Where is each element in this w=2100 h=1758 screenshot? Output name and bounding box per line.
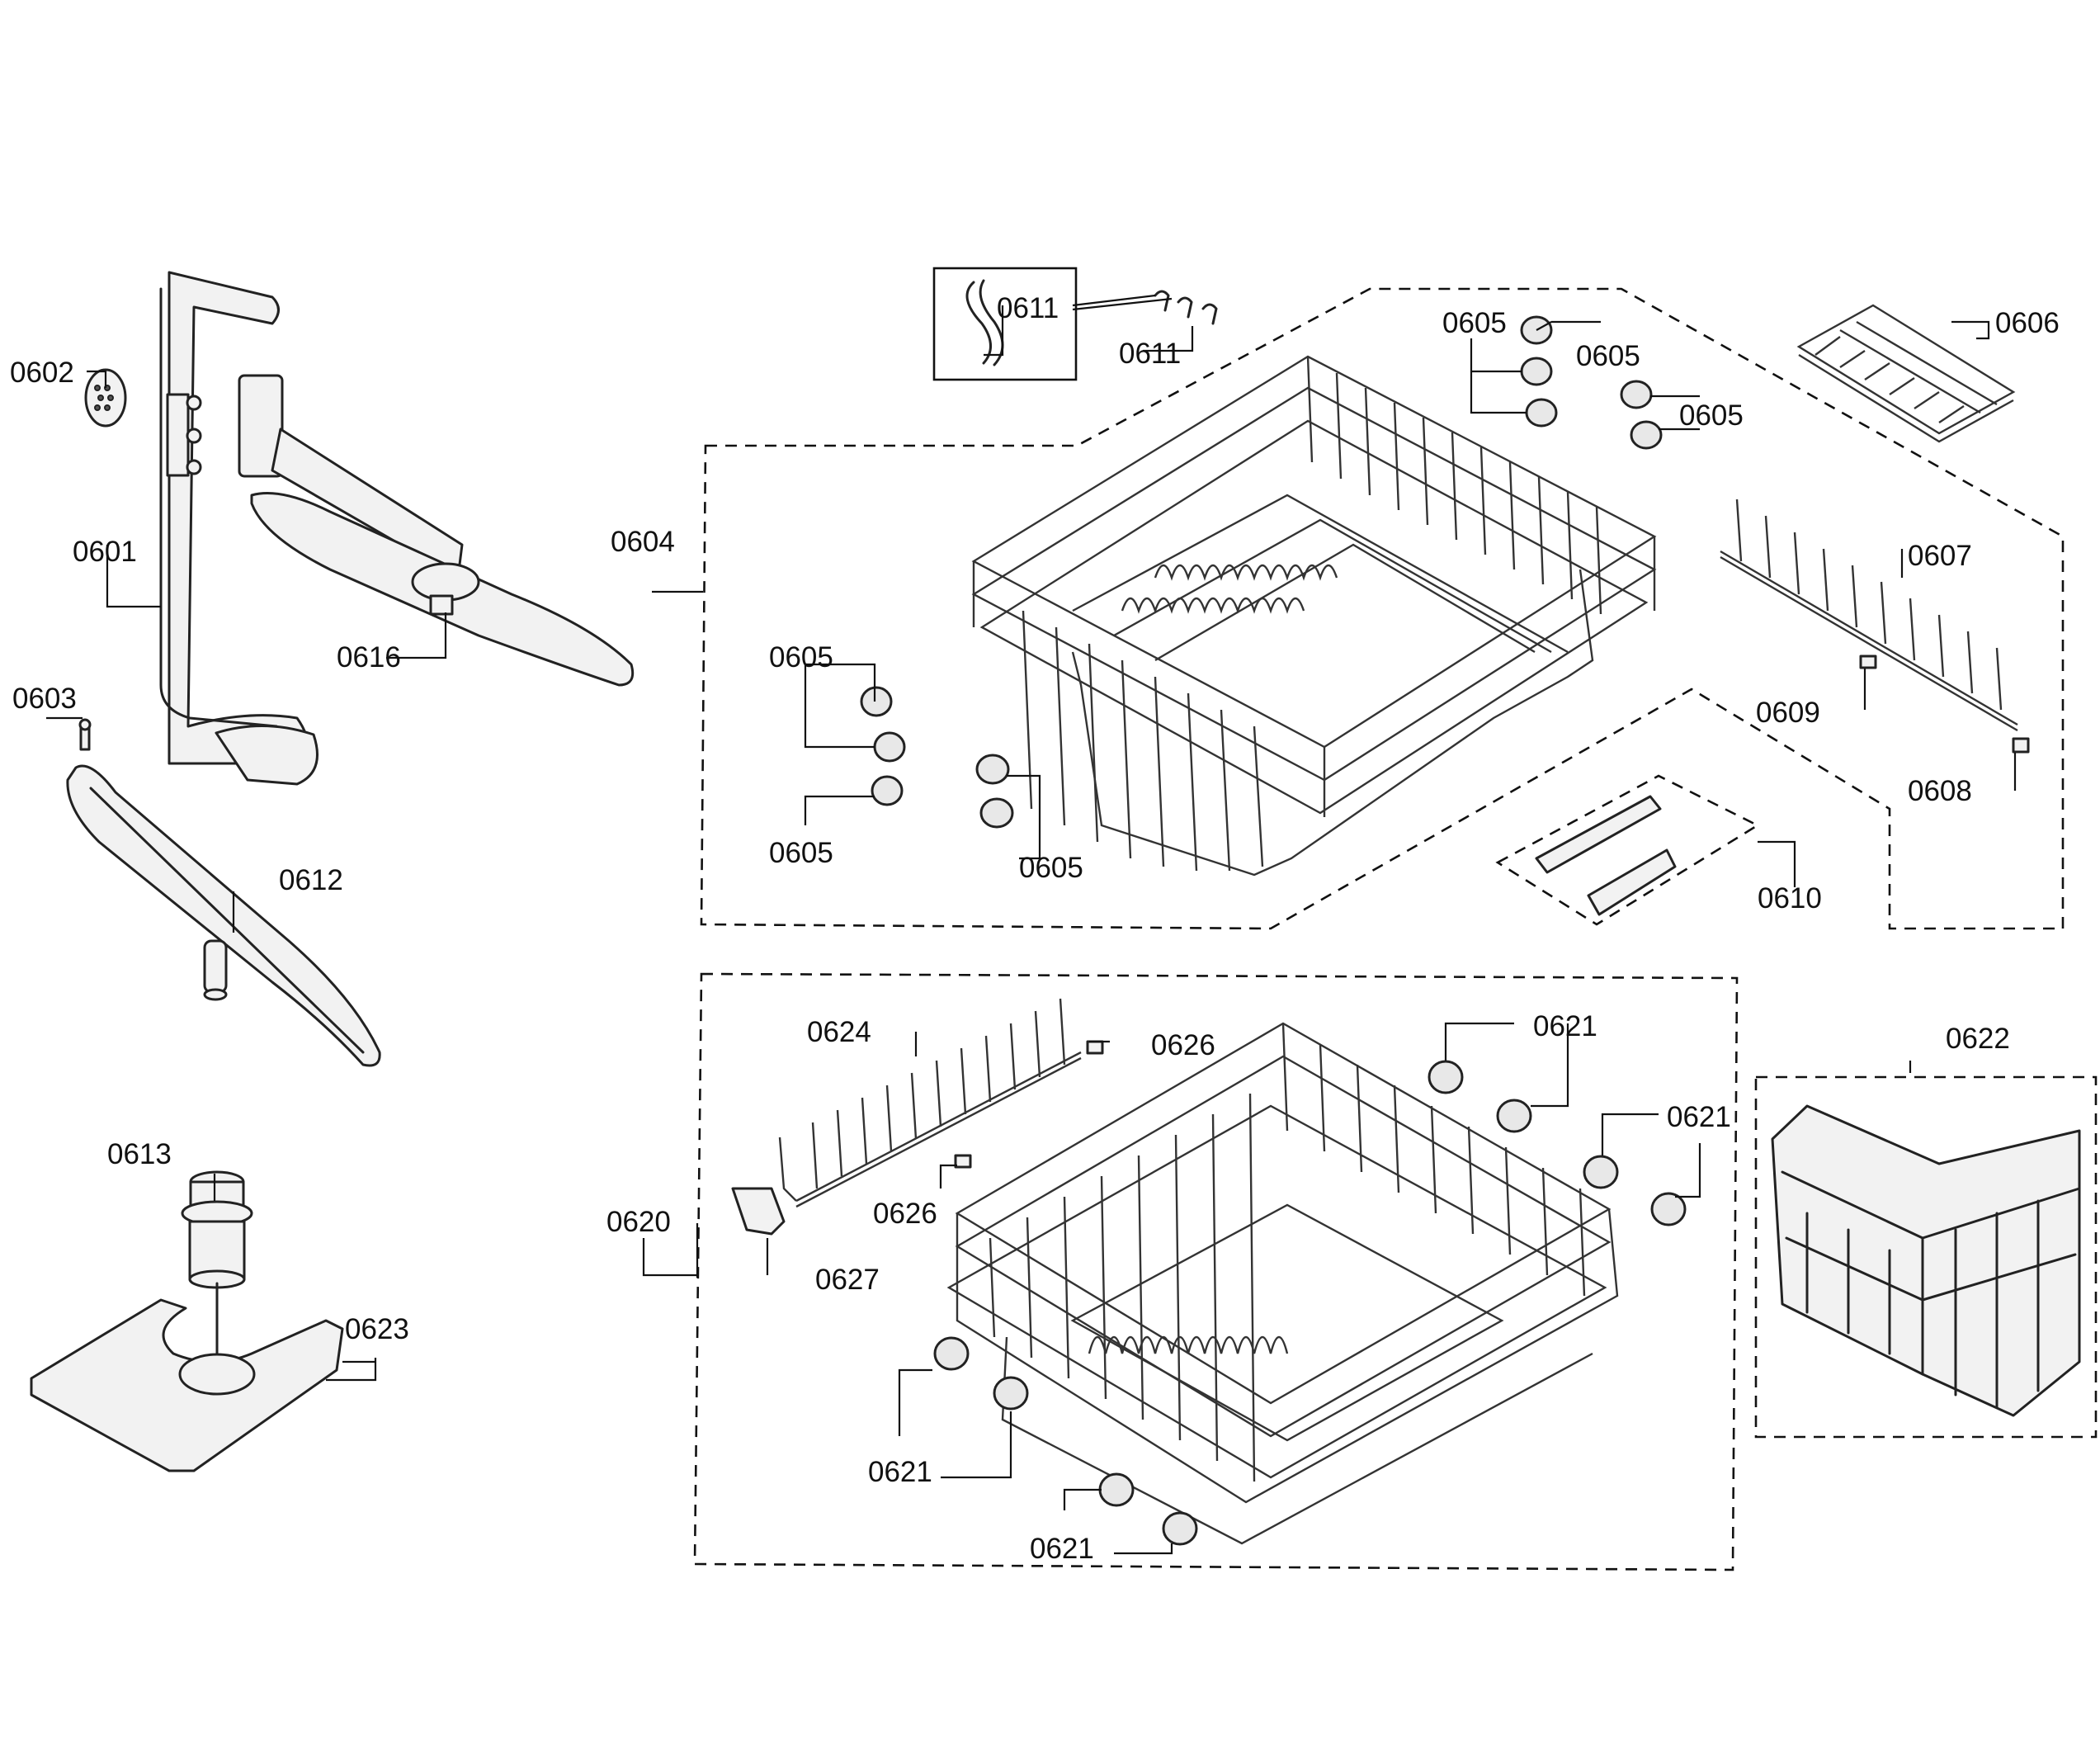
lower-tine-row-part xyxy=(778,998,1082,1208)
lower-clip-part-a xyxy=(1086,1040,1104,1055)
pin-part xyxy=(78,718,92,751)
lower-rack-group-outline xyxy=(693,972,1739,1571)
label-0604: 0604 xyxy=(611,526,675,558)
clip-detail-box xyxy=(932,267,1078,381)
label-0607: 0607 xyxy=(1908,540,1972,572)
tine-clip-part xyxy=(1859,655,1877,669)
label-0626-b: 0626 xyxy=(873,1198,937,1230)
label-0605-top-b: 0605 xyxy=(1576,340,1640,372)
filter-plate-part xyxy=(30,1298,344,1472)
upper-rack-part xyxy=(971,355,1657,877)
filter-cap-part xyxy=(84,368,127,428)
label-0621-b: 0621 xyxy=(1667,1101,1731,1133)
label-0621-c: 0621 xyxy=(868,1456,932,1488)
label-0605-left-a: 0605 xyxy=(769,641,833,673)
label-0605-top-c: 0605 xyxy=(1679,399,1744,432)
tine-rack-part xyxy=(1796,304,2016,443)
label-0610: 0610 xyxy=(1758,882,1822,914)
label-0616: 0616 xyxy=(337,641,401,673)
label-0606: 0606 xyxy=(1995,307,2060,339)
filter-cylinder-part xyxy=(181,1170,253,1388)
label-0620: 0620 xyxy=(606,1206,671,1238)
label-0608: 0608 xyxy=(1908,775,1972,807)
label-0613: 0613 xyxy=(107,1138,172,1170)
tine-row-part xyxy=(1720,499,2018,732)
label-0602: 0602 xyxy=(10,357,74,389)
label-0605-left-b: 0605 xyxy=(769,837,833,869)
cutlery-basket-part xyxy=(1771,1104,2081,1417)
cutlery-basket-group-outline xyxy=(1754,1075,2098,1439)
upper-rack-group-outline xyxy=(700,287,2065,930)
hinge-part xyxy=(731,1187,786,1236)
label-0621-a: 0621 xyxy=(1533,1010,1597,1042)
lower-clip-part-b xyxy=(954,1154,972,1169)
end-clip-part xyxy=(2012,737,2030,754)
clips-part xyxy=(1154,290,1218,325)
label-0611-detail: 0611 xyxy=(997,292,1059,324)
adjuster-clip-group-outline xyxy=(1495,774,1760,926)
lower-rack-part xyxy=(946,1022,1619,1545)
upper-rack-rollers-part xyxy=(860,315,1663,829)
label-0609: 0609 xyxy=(1756,697,1820,729)
adjuster-part xyxy=(1535,795,1677,916)
label-0622: 0622 xyxy=(1946,1023,2010,1055)
upper-spray-arm-part xyxy=(238,374,635,687)
leader-lines xyxy=(46,294,2017,1555)
label-0612: 0612 xyxy=(279,864,343,896)
lower-rack-wheels-part xyxy=(933,1060,1687,1546)
label-0624: 0624 xyxy=(807,1016,871,1048)
label-0621-d: 0621 xyxy=(1030,1533,1094,1565)
label-0605-top-a: 0605 xyxy=(1442,307,1507,339)
label-0601: 0601 xyxy=(73,536,137,568)
label-0626-a: 0626 xyxy=(1151,1029,1215,1061)
label-0627: 0627 xyxy=(815,1264,880,1296)
label-0603: 0603 xyxy=(12,683,77,715)
clip-detail-part xyxy=(965,279,1004,366)
label-0623: 0623 xyxy=(345,1313,409,1345)
supply-tube-part xyxy=(159,271,319,786)
lower-spray-arm-part xyxy=(66,764,381,1067)
label-0605-left-c: 0605 xyxy=(1019,852,1083,884)
label-0611: 0611 xyxy=(1119,338,1181,370)
